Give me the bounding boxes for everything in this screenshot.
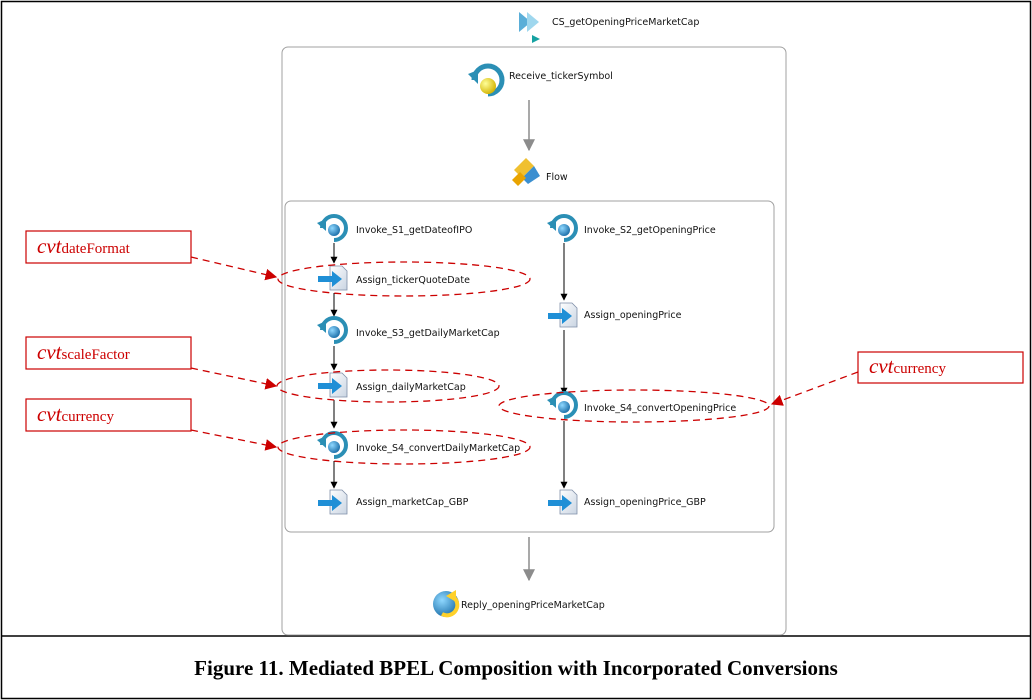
invoke-s1-label: Invoke_S1_getDateofIPO [356,225,472,236]
invoke-icon [547,391,578,419]
sequence-container [281,46,787,636]
receive-icon [468,63,505,97]
invoke-s4-dailymarketcap-label: Invoke_S4_convertDailyMarketCap [356,443,520,454]
assign-marketcap-gbp-label: Assign_marketCap_GBP [356,497,469,508]
reply-icon [433,590,460,618]
cvt-scalefactor-arrow [190,367,278,390]
invoke-s2-label: Invoke_S2_getOpeningPrice [584,225,716,236]
assign-tickerquotedate-label: Assign_tickerQuoteDate [356,275,470,286]
cvt-dateformat-arrow [190,256,278,281]
assign-icon [548,489,578,515]
assign-dailymarketcap-label: Assign_dailyMarketCap [356,382,466,393]
cvt-scalefactor-text: cvtscaleFactor [37,340,130,364]
invoke-s3-label: Invoke_S3_getDailyMarketCap [356,328,500,339]
assign-icon [318,489,348,515]
cvt-currency-right-box [857,351,1024,384]
process-name: CS_getOpeningPriceMarketCap [552,17,699,28]
invoke-icon [317,431,348,459]
invoke-icon [317,316,348,344]
cvt-currency-left-text: cvtcurrency [37,402,114,426]
receive-label: Receive_tickerSymbol [509,71,613,82]
invoke-icon [547,214,578,242]
cvt-currency-right-text: cvtcurrency [869,354,946,378]
cvt-currency-right-arrow [770,371,859,406]
cvt-dateformat-text: cvtdateFormat [37,234,131,258]
assign-icon [548,302,578,328]
assign-icon [318,372,348,398]
cvt-dateformat-box [25,230,192,264]
cvt-currency-right-ellipse [498,389,770,423]
cvt-currency-left-box [25,398,192,432]
invoke-icon [317,214,348,242]
right-branch: Invoke_S2_getOpeningPrice Assign_opening… [547,214,736,515]
cvt-dateformat-ellipse [277,261,531,297]
reply-label: Reply_openingPriceMarketCap [461,600,605,611]
left-branch: Invoke_S1_getDateofIPO Assign_tickerQuot… [317,214,520,515]
process-icon [519,12,540,43]
cvt-scalefactor-box [25,336,192,370]
assign-icon [318,265,348,291]
flow-label: Flow [546,172,568,183]
cvt-currency-left-ellipse [277,429,531,465]
flow-container [284,200,775,533]
cvt-currency-left-arrow [190,429,278,451]
flow-icon [512,158,540,186]
invoke-s4-openingprice-label: Invoke_S4_convertOpeningPrice [584,403,736,414]
assign-openingprice-gbp-label: Assign_openingPrice_GBP [584,497,706,508]
figure-caption: Figure 11. Mediated BPEL Composition wit… [194,656,838,680]
assign-openingprice-label: Assign_openingPrice [584,310,682,321]
